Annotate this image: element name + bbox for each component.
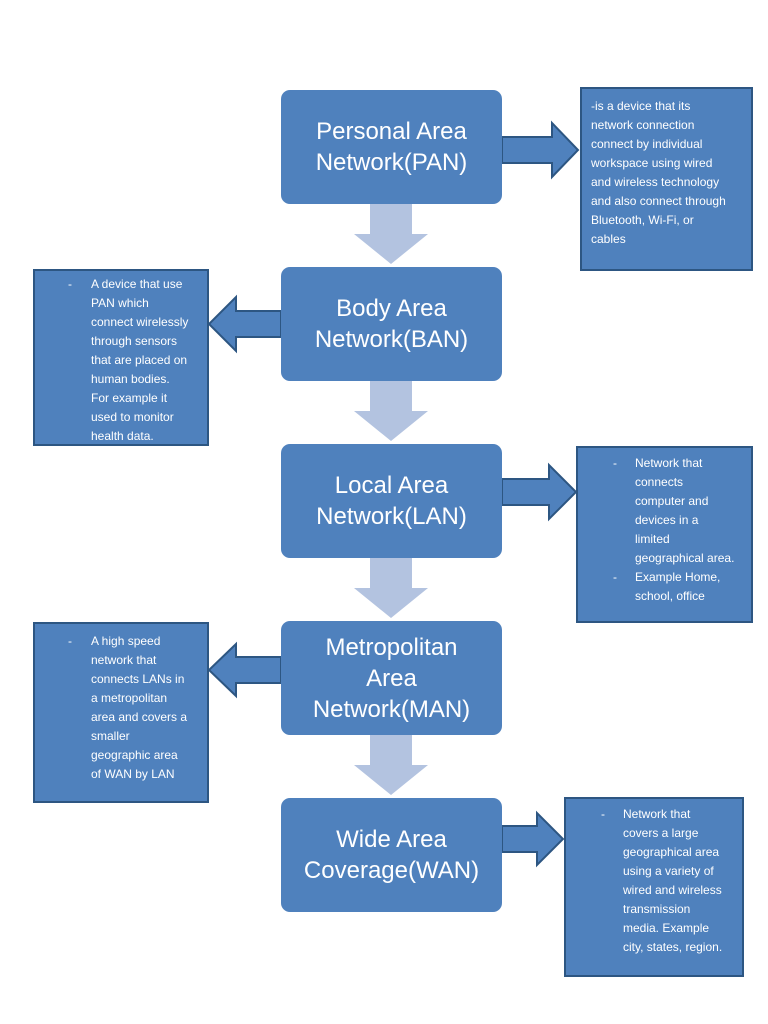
node-man-label: Metropolitan Area Network(MAN) — [312, 633, 471, 723]
side-arrow-wan — [501, 810, 565, 868]
note-man-bullet: - — [68, 634, 72, 648]
note-lan: - Network that connects computer and dev… — [576, 446, 753, 623]
note-wan-text: Network that covers a large geographical… — [623, 807, 723, 954]
side-arrow-pan — [501, 120, 580, 180]
note-man-text: A high speed network that connects LANs … — [91, 634, 188, 781]
node-pan: Personal Area Network(PAN) — [281, 90, 502, 204]
note-lan-bullet-2: - — [613, 570, 617, 584]
node-lan: Local Area Network(LAN) — [281, 444, 502, 558]
note-wan-bullet: - — [601, 807, 605, 821]
note-lan-item-2: - Example Home, school, office — [578, 568, 747, 606]
note-lan-text-1: Network that connects computer and devic… — [635, 456, 735, 565]
note-pan: -is a device that its network connection… — [580, 87, 753, 271]
note-lan-item-1: - Network that connects computer and dev… — [578, 454, 747, 568]
side-arrow-ban — [207, 294, 282, 354]
note-ban-bullet: - — [68, 277, 72, 291]
note-man: - A high speed network that connects LAN… — [33, 622, 209, 803]
node-lan-label: Local Area Network(LAN) — [316, 472, 467, 530]
side-arrow-man — [207, 641, 282, 699]
down-arrow-lan-man — [354, 558, 428, 618]
node-wan-label: Wide Area Coverage(WAN) — [303, 826, 480, 884]
down-arrow-pan-ban — [354, 204, 428, 264]
note-pan-text: -is a device that its network connection… — [591, 99, 726, 246]
note-lan-text-2: Example Home, school, office — [635, 570, 721, 603]
node-pan-label: Personal Area Network(PAN) — [315, 118, 468, 176]
node-ban-label: Body Area Network(BAN) — [314, 295, 469, 353]
node-man: Metropolitan Area Network(MAN) — [281, 621, 502, 735]
note-ban: - A device that use PAN which connect wi… — [33, 269, 209, 446]
down-arrow-ban-lan — [354, 381, 428, 441]
node-ban: Body Area Network(BAN) — [281, 267, 502, 381]
note-ban-text: A device that use PAN which connect wire… — [91, 277, 189, 443]
down-arrow-man-wan — [354, 735, 428, 795]
note-lan-bullet-1: - — [613, 456, 617, 470]
note-wan: - Network that covers a large geographic… — [564, 797, 744, 977]
node-wan: Wide Area Coverage(WAN) — [281, 798, 502, 912]
side-arrow-lan — [501, 462, 578, 522]
